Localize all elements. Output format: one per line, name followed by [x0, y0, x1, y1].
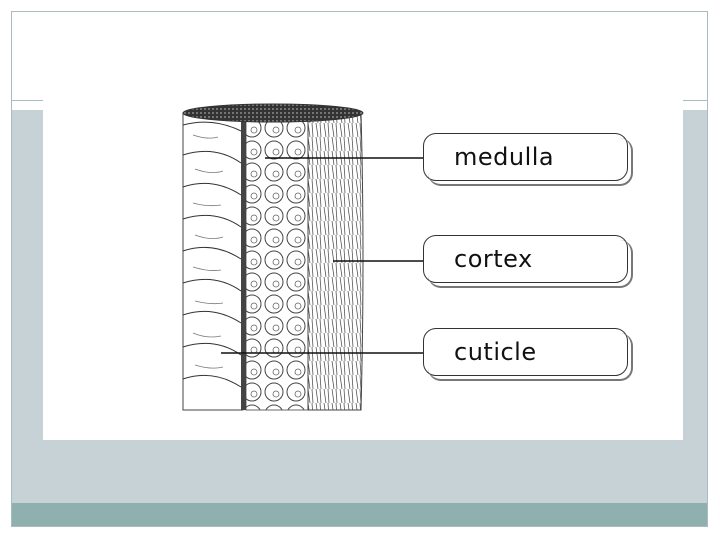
cross-section-top [182, 103, 364, 123]
cuticle-edge [241, 113, 246, 410]
hair-shaft-illustration [182, 103, 423, 411]
hair-structure-diagram: medulla cortex cuticle [43, 95, 683, 440]
title-area [12, 12, 707, 100]
cortex-label: cortex [423, 235, 633, 288]
slide-frame [11, 11, 708, 527]
cuticle-label: cuticle [423, 328, 633, 381]
medulla-label: medulla [423, 133, 633, 186]
cuticle-layer [182, 112, 244, 411]
footer-bar [12, 503, 707, 526]
